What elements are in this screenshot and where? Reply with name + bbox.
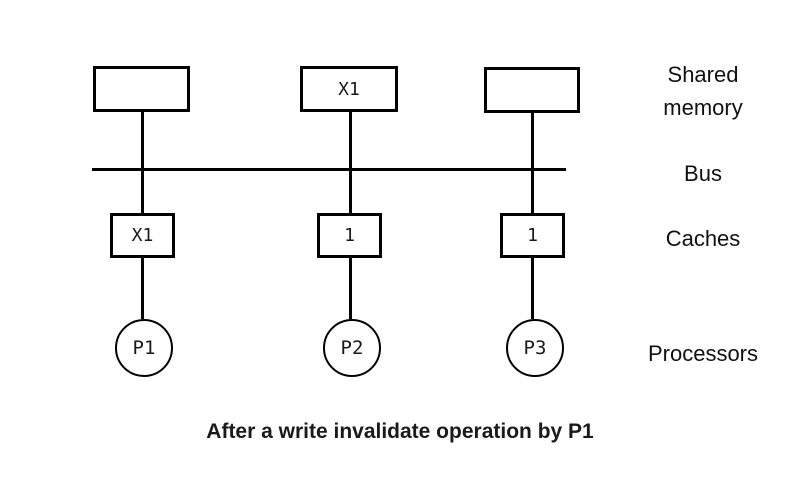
diagram-caption: After a write invalidate operation by P1 <box>206 420 594 443</box>
row-label-processors: Processors <box>647 341 759 366</box>
connector-cache1-processor1 <box>141 258 144 319</box>
connector-memory2-cache2 <box>349 112 352 213</box>
cache-box-2-label: 1 <box>344 225 355 246</box>
cache-box-3-label: 1 <box>527 225 538 246</box>
connector-memory1-cache1 <box>141 112 144 213</box>
processor-circle-1-label: P1 <box>132 337 156 359</box>
connector-cache3-processor3 <box>531 258 534 319</box>
processor-circle-2-label: P2 <box>340 337 364 359</box>
connector-memory3-cache3 <box>531 113 534 213</box>
row-label-bus: Bus <box>684 161 722 186</box>
cache-box-1: X1 <box>110 213 175 258</box>
shared-memory-box-2: X1 <box>300 66 398 112</box>
row-label-shared-memory: Shared memory <box>663 62 743 120</box>
connector-cache2-processor2 <box>349 258 352 319</box>
cache-box-2: 1 <box>317 213 382 258</box>
cache-box-1-label: X1 <box>131 225 154 246</box>
processor-circle-3-label: P3 <box>523 337 547 359</box>
processor-circle-3: P3 <box>506 319 564 377</box>
processor-circle-1: P1 <box>115 319 173 377</box>
shared-memory-box-1 <box>93 66 190 112</box>
bus-line <box>92 168 566 171</box>
processor-circle-2: P2 <box>323 319 381 377</box>
cache-box-3: 1 <box>500 213 565 258</box>
shared-memory-box-3 <box>484 67 580 113</box>
row-label-caches: Caches <box>665 226 741 251</box>
shared-memory-box-2-label: X1 <box>338 78 360 100</box>
